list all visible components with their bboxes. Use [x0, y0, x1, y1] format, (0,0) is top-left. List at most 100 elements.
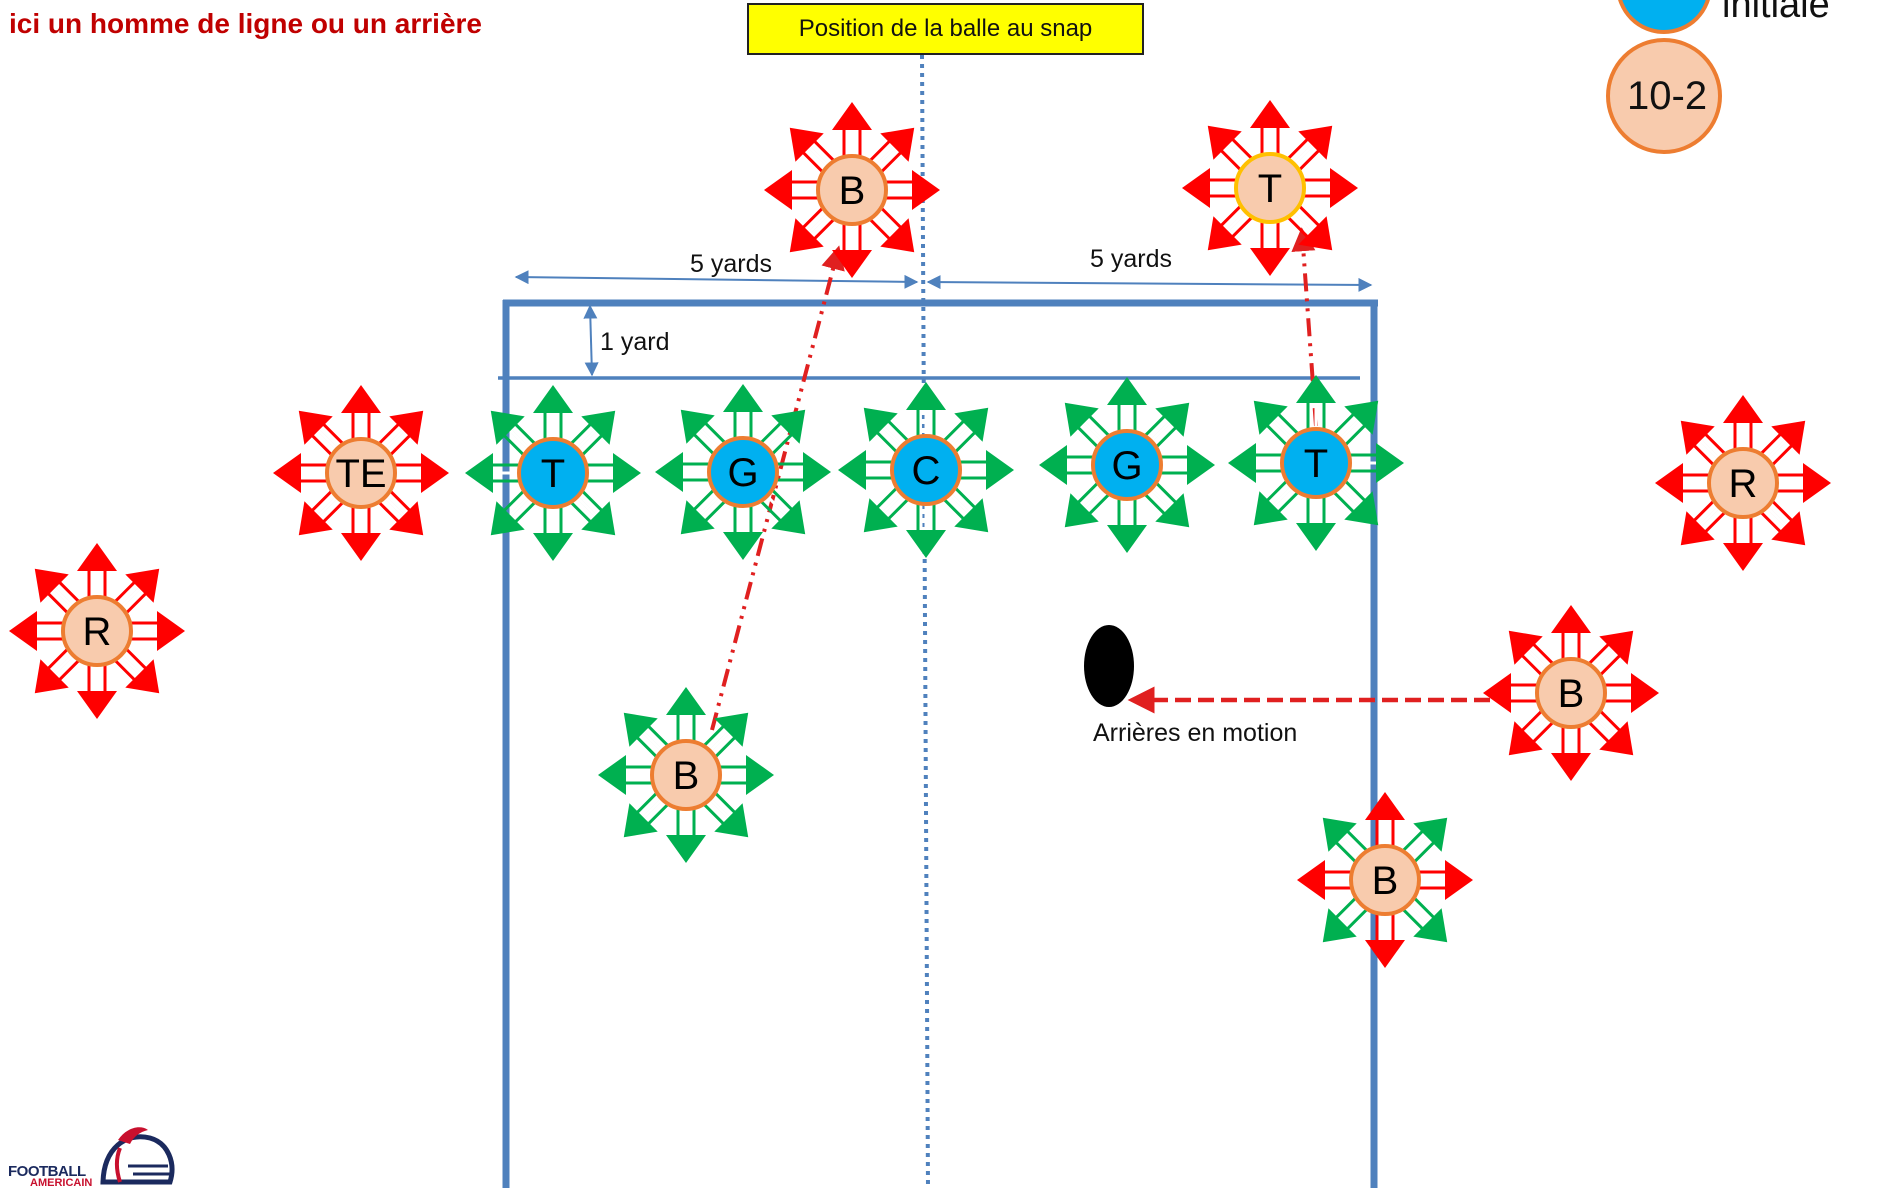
- player-circle-c: [890, 434, 962, 506]
- player-circle-t-top: [1234, 152, 1306, 224]
- arrow-c-4: [838, 450, 896, 490]
- arrow-r-right-3: [1680, 497, 1729, 546]
- arrow-b-motion-1: [1585, 707, 1634, 756]
- arrow-c-2: [906, 500, 946, 558]
- player-t-right: T: [1228, 375, 1404, 551]
- player-circle-b-wide: [1349, 844, 1421, 916]
- player-label-b-wide: B: [1372, 859, 1399, 903]
- legend-number-circle: [1606, 38, 1722, 154]
- arrow-g-right-4: [1039, 445, 1097, 485]
- motion-label: Arrières en motion: [1093, 719, 1298, 747]
- arrow-r-right-4: [1655, 463, 1713, 503]
- arrow-r-right-6: [1723, 395, 1763, 453]
- snap-position-label: Position de la balle au snap: [747, 3, 1144, 55]
- logo-line1: FOOTBALL: [8, 1163, 86, 1180]
- arrow-c-1: [940, 484, 989, 533]
- player-b-bottom: B: [598, 687, 774, 863]
- arrow-g-left-5: [680, 409, 729, 458]
- player-label-b-bottom: B: [673, 754, 700, 798]
- legend-initial-text: initiale: [1722, 0, 1830, 26]
- arrow-r-left-4: [9, 611, 67, 651]
- arrow-r-left-0: [127, 611, 185, 651]
- arrow-b-wide-0: [1415, 860, 1473, 900]
- legend-number-text: 10-2: [1627, 74, 1708, 118]
- player-t-left: T: [465, 385, 641, 561]
- player-circle-b-top: [816, 154, 888, 226]
- players-layer: B T TE T G C G T R R B B B: [9, 100, 1831, 968]
- arrow-r-left-2: [77, 661, 117, 719]
- arrow-te-4: [273, 453, 331, 493]
- arrow-r-left-5: [34, 568, 83, 617]
- player-t-top: T: [1182, 100, 1358, 276]
- arrow-c-3: [863, 484, 912, 533]
- snap-center-line: [920, 54, 930, 1189]
- arrow-r-right-0: [1773, 463, 1831, 503]
- arrow-t-right-6: [1296, 375, 1336, 433]
- player-g-left: G: [655, 384, 831, 560]
- arrow-b-bottom-5: [623, 712, 672, 761]
- player-b-wide: B: [1297, 792, 1473, 968]
- player-label-r-right: R: [1729, 462, 1758, 506]
- player-te: TE: [273, 385, 449, 561]
- arrow-t-top-0: [1300, 168, 1358, 208]
- player-label-b-top: B: [839, 169, 866, 213]
- arrow-b-wide-5: [1322, 817, 1371, 866]
- arrow-b-top-1: [866, 204, 915, 253]
- arrow-c-7: [940, 407, 989, 456]
- player-label-b-motion: B: [1558, 672, 1585, 716]
- arrow-te-3: [298, 487, 347, 536]
- arrow-b-motion-3: [1508, 707, 1557, 756]
- arrow-b-wide-1: [1399, 894, 1448, 943]
- player-label-g-left: G: [727, 451, 758, 495]
- player-g-right: G: [1039, 377, 1215, 553]
- player-circle-b-motion: [1535, 657, 1607, 729]
- arrow-c-0: [956, 450, 1014, 490]
- arrow-b-bottom-2: [666, 805, 706, 863]
- ffa-logo: FOOTBALL AMERICAIN: [8, 1118, 178, 1189]
- arrow-g-right-7: [1141, 402, 1190, 451]
- arrow-t-top-5: [1207, 125, 1256, 174]
- player-r-right: R: [1655, 395, 1831, 571]
- arrow-b-top-4: [764, 170, 822, 210]
- arrow-r-right-2: [1723, 513, 1763, 571]
- arrow-t-top-7: [1284, 125, 1333, 174]
- arrow-g-left-1: [757, 486, 806, 535]
- player-r-left: R: [9, 543, 185, 719]
- player-label-t-top: T: [1258, 167, 1282, 211]
- player-b-top: B: [764, 102, 940, 278]
- player-label-t-right: T: [1304, 442, 1328, 486]
- arrow-t-left-4: [465, 453, 523, 493]
- arrow-t-left-7: [567, 410, 616, 459]
- player-circle-g-left: [707, 436, 779, 508]
- arrow-b-motion-4: [1483, 673, 1541, 713]
- ball: [1084, 625, 1134, 707]
- depth-label: 1 yard: [600, 328, 670, 356]
- arrow-t-right-3: [1253, 477, 1302, 526]
- arrow-g-right-3: [1064, 479, 1113, 528]
- arrow-t-left-6: [533, 385, 573, 443]
- arrow-te-5: [298, 410, 347, 459]
- arrow-b-motion-2: [1551, 723, 1591, 781]
- arrow-r-left-3: [34, 645, 83, 694]
- arrow-b-motion-0: [1601, 673, 1659, 713]
- arrow-b-wide-4: [1297, 860, 1355, 900]
- player-label-t-left: T: [541, 452, 565, 496]
- arrow-t-left-1: [567, 487, 616, 536]
- player-circle-t-left: [517, 437, 589, 509]
- player-label-r-left: R: [83, 610, 112, 654]
- path-b-bottom-to-b-top: [710, 245, 845, 731]
- arrow-b-bottom-0: [716, 755, 774, 795]
- helmet-icon: [100, 1127, 175, 1185]
- right-width-label: 5 yards: [1090, 245, 1172, 273]
- player-label-c: C: [912, 449, 941, 493]
- arrow-t-top-2: [1250, 218, 1290, 276]
- arrow-b-wide-3: [1322, 894, 1371, 943]
- arrow-b-bottom-1: [700, 789, 749, 838]
- arrow-g-right-2: [1107, 495, 1147, 553]
- arrow-b-top-6: [832, 102, 872, 160]
- arrow-te-6: [341, 385, 381, 443]
- arrow-c-6: [906, 382, 946, 440]
- player-circle-te: [325, 437, 397, 509]
